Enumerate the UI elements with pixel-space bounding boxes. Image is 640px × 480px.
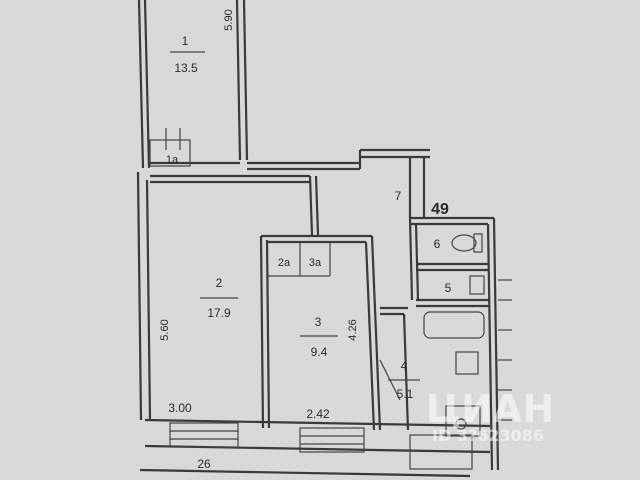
bathtub-icon (423, 311, 485, 339)
dim-room2-height: 5.60 (159, 319, 171, 340)
room-6-number: 6 (434, 237, 441, 251)
stove-icon (445, 405, 481, 437)
room-4-area: 5.1 (397, 387, 414, 401)
apartment-number: 49 (431, 201, 449, 218)
room-7-number: 7 (395, 189, 402, 203)
room-3a-number: 3a (309, 257, 322, 269)
room-3-area: 9.4 (311, 345, 328, 359)
room-4-number: 4 (401, 359, 408, 373)
dim-room2-width: 3.00 (168, 401, 192, 415)
sink-kitchen-icon (455, 351, 479, 375)
watermark-brand: ЦИАН (426, 387, 554, 431)
dim-room3-width: 2.42 (306, 407, 330, 421)
room-5-number: 5 (445, 281, 452, 295)
sink-icon (469, 275, 485, 295)
room-2a-number: 2a (278, 257, 291, 269)
dim-room1-height: 5.90 (223, 9, 235, 30)
room-1a-number: 1a (166, 154, 179, 166)
room-2-area: 17.9 (207, 306, 231, 320)
room-1-number: 1 (182, 34, 189, 48)
walls (136, 0, 512, 478)
dim-room3-height: 4.26 (347, 319, 359, 340)
room-2-number: 2 (216, 276, 223, 290)
toilet-icon (451, 234, 477, 252)
fixtures (423, 233, 485, 437)
room-1-area: 13.5 (174, 61, 198, 75)
bottom-label: 26 (197, 457, 211, 471)
watermark-id: ID 3?623086 (432, 426, 544, 445)
room-3-number: 3 (315, 315, 322, 329)
